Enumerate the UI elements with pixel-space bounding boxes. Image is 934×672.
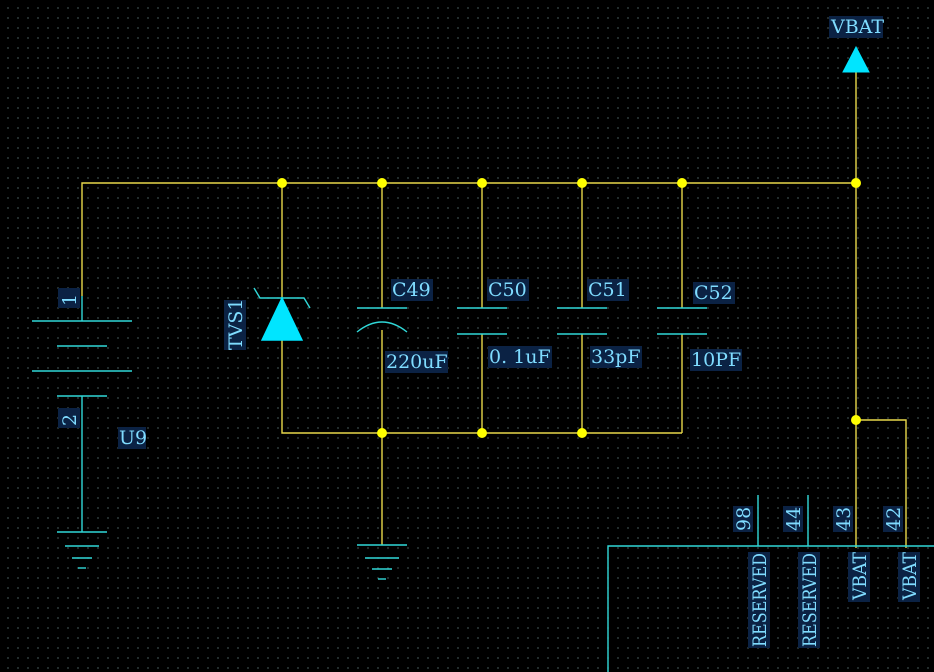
- pin-name-43: VBAT: [849, 552, 871, 601]
- junction-dot[interactable]: [477, 428, 487, 438]
- c51-value: 33pF: [591, 346, 641, 368]
- pin-number-98: 98: [733, 507, 755, 531]
- c52-value: 10PF: [691, 349, 741, 371]
- c50-designator: C50: [488, 279, 527, 301]
- pin-number-42: 42: [883, 507, 905, 531]
- wire-bottom-rail[interactable]: [281, 340, 682, 434]
- pin-number-44: 44: [783, 507, 805, 531]
- c49-designator: C49: [392, 279, 431, 301]
- capacitor-c52[interactable]: [657, 307, 707, 335]
- tvs-diode-triangle: [260, 296, 304, 341]
- junction-dot[interactable]: [477, 178, 487, 188]
- battery-u9[interactable]: [32, 296, 132, 532]
- ground-symbol-c49[interactable]: [357, 544, 407, 580]
- net-label-vbat: VBAT: [830, 16, 884, 38]
- pin-name-98: RESERVED: [749, 553, 771, 647]
- wire-to-pin42[interactable]: [856, 419, 907, 548]
- battery-pin2-label: 2: [59, 414, 81, 426]
- junction-dot[interactable]: [851, 178, 861, 188]
- junction-dot[interactable]: [677, 178, 687, 188]
- junctions: [277, 178, 861, 438]
- battery-pin1-label: 1: [59, 294, 81, 306]
- capacitor-c49[interactable]: [356, 307, 408, 333]
- pin-name-42: VBAT: [899, 552, 921, 601]
- wire-top-rail[interactable]: [81, 182, 856, 296]
- c52-designator: C52: [694, 282, 733, 304]
- junction-dot[interactable]: [377, 178, 387, 188]
- vbat-power-port-icon[interactable]: [842, 45, 870, 73]
- labels: VBAT 1 2 U9 TVS1 C49 C50 C51 C52 220uF 0…: [58, 16, 921, 648]
- components: [32, 287, 934, 672]
- c51-designator: C51: [588, 279, 627, 301]
- pin-number-43: 43: [833, 507, 855, 531]
- c50-value: 0. 1uF: [489, 346, 551, 368]
- junction-dot[interactable]: [851, 415, 861, 425]
- capacitor-c50[interactable]: [457, 307, 507, 335]
- pin-name-44: RESERVED: [799, 553, 821, 647]
- battery-designator: U9: [119, 427, 147, 449]
- junction-dot[interactable]: [377, 428, 387, 438]
- connector-body[interactable]: [607, 495, 934, 672]
- c49-value: 220uF: [386, 351, 448, 373]
- tvs-diode[interactable]: [253, 287, 311, 341]
- tvs-designator: TVS1: [225, 299, 247, 351]
- junction-dot[interactable]: [577, 178, 587, 188]
- junction-dot[interactable]: [277, 178, 287, 188]
- wires: [81, 72, 907, 548]
- ground-symbol-battery[interactable]: [57, 531, 107, 569]
- capacitor-c51[interactable]: [557, 307, 607, 335]
- junction-dot[interactable]: [577, 428, 587, 438]
